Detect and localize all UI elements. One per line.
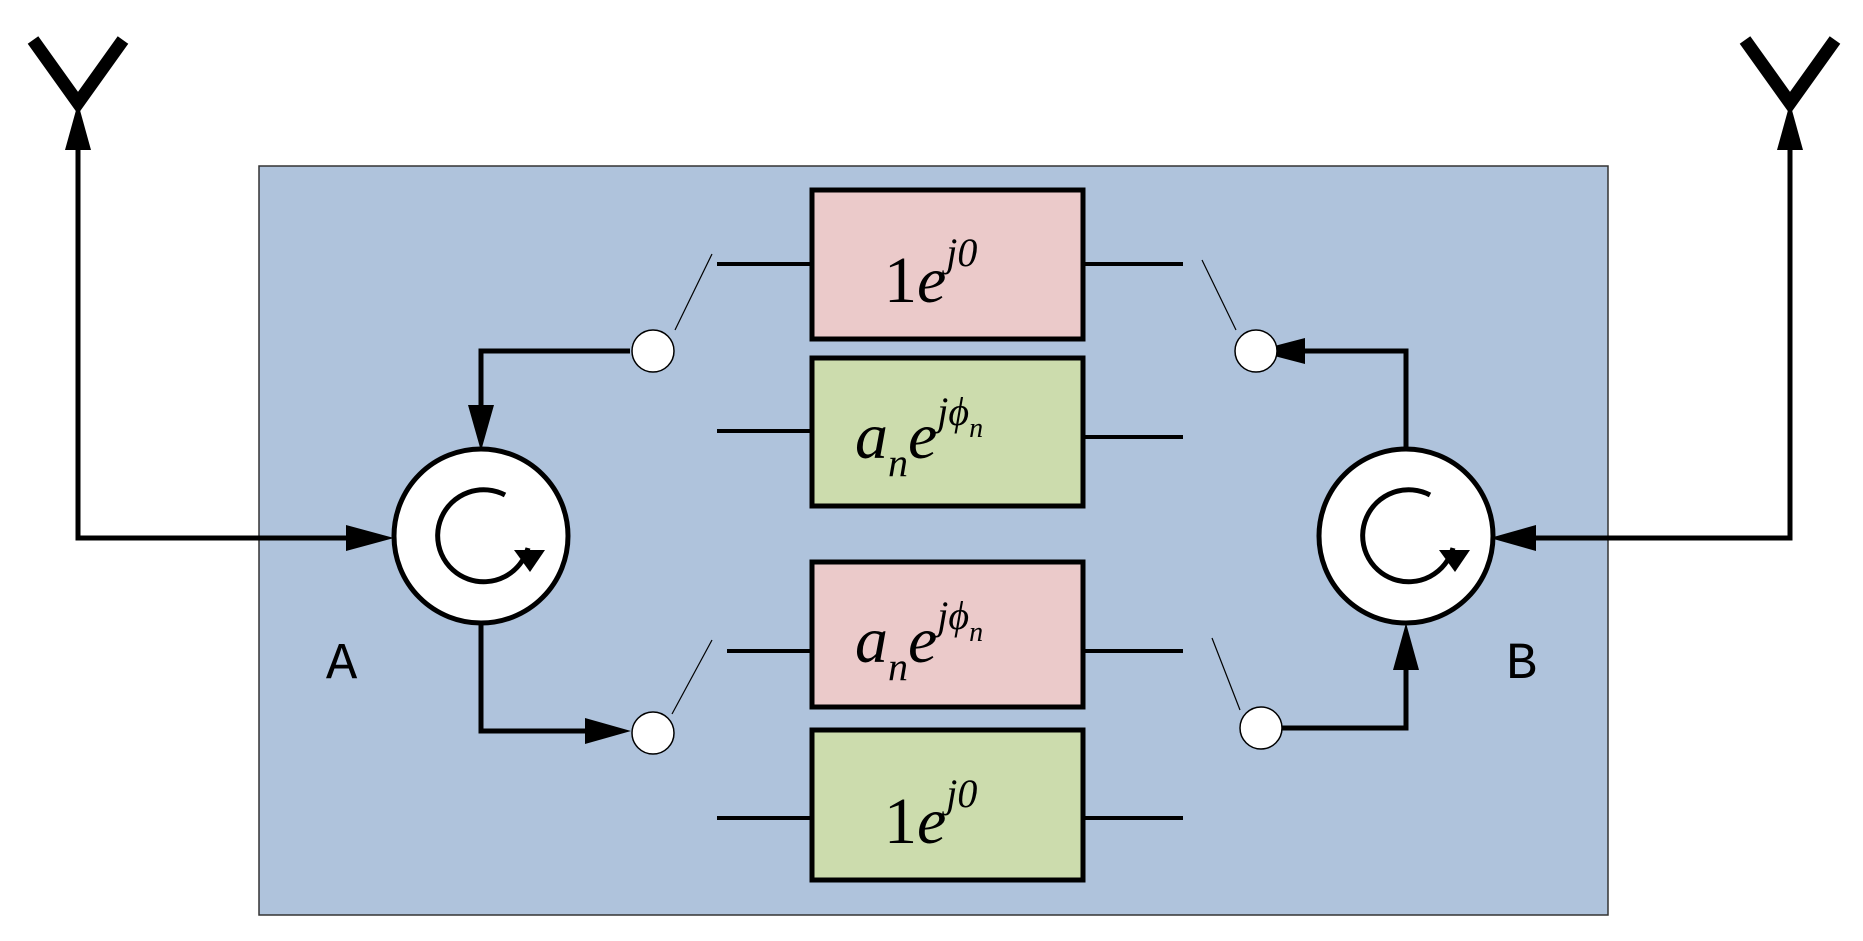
circulator-b-to-switch-line [1255,338,1409,449]
switch-bottom-right [1211,637,1283,750]
block-bottom-upper-coef-sub: n [888,644,908,689]
block-bottom-upper-coef: a [855,604,888,677]
block-top-lower-phase-sub: n [969,413,983,444]
svg-text:1ej0: 1ej0 [884,230,977,317]
switch-bottom-left [631,639,713,755]
block-top-lower-sup: jϕ [932,389,969,434]
circulator-a-to-switch-line [478,623,631,744]
block-top-upper-sup: j0 [941,230,977,275]
antenna-left-icon [27,36,129,115]
port-label-a: A [326,635,358,694]
block-bottom-lower-sup: j0 [941,771,977,816]
left-feed-line [65,103,394,551]
switch-top-right [1201,259,1278,373]
block-top-upper-coef: 1 [884,244,917,317]
block-top-upper-base: e [917,244,946,317]
switch-to-circulator-a-line [468,348,630,451]
svg-text:anejϕn: anejϕn [855,593,983,689]
block-top-lower-coef: a [855,400,888,473]
block-bottom-lower-coef: 1 [884,785,917,858]
block-bottom-upper-sup: jϕ [932,593,969,638]
switch-to-circulator-b-line [1268,623,1419,731]
right-feed-line [1490,103,1803,551]
antenna-right-icon [1739,36,1841,115]
port-label-b: B [1506,635,1537,694]
block-top-upper: 1ej0 [717,187,1183,342]
switch-top-left [631,253,713,373]
block-bottom-lower: 1ej0 [717,727,1183,883]
block-bottom-upper-base: e [908,604,937,677]
svg-text:anejϕn: anejϕn [855,389,983,485]
circulator-a-icon [391,446,571,626]
block-top-lower: anejϕn [717,355,1183,509]
circulator-b-icon [1316,446,1496,626]
block-bottom-upper: anejϕn [727,559,1183,710]
block-bottom-lower-base: e [917,785,946,858]
svg-text:1ej0: 1ej0 [884,771,977,858]
block-bottom-upper-phase-sub: n [969,617,983,648]
block-top-lower-coef-sub: n [888,440,908,485]
block-top-lower-base: e [908,400,937,473]
